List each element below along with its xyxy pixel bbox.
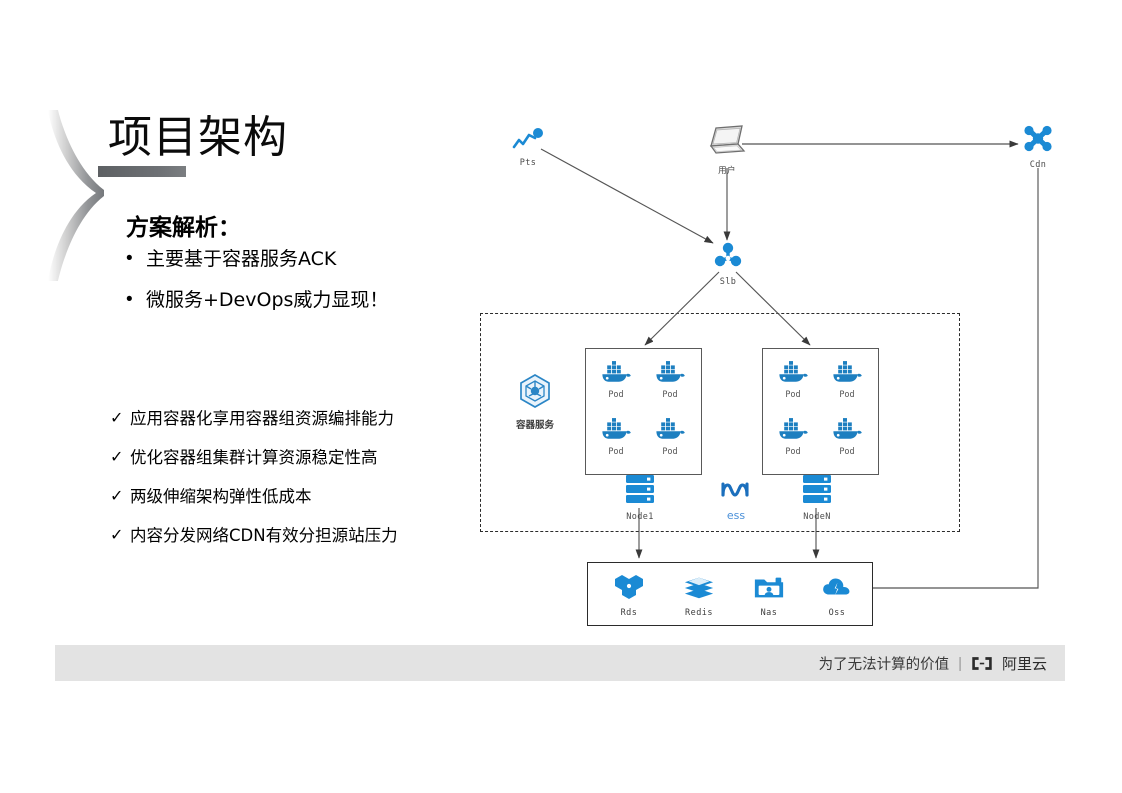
pod-label: Pod <box>608 390 624 400</box>
node-label: 容器服务 <box>515 420 554 431</box>
bullet-text: 微服务+DevOps威力显现！ <box>146 289 389 311</box>
storage-label: Oss <box>828 608 846 618</box>
storage-box: Rds Redis <box>587 562 873 626</box>
node-node1[interactable]: Node1 <box>617 474 663 522</box>
pod-item[interactable]: Pod <box>594 358 638 400</box>
pod-label: Pod <box>785 447 801 457</box>
kubernetes-hex-icon <box>520 374 550 408</box>
storage-item-rds[interactable]: Rds <box>603 573 655 618</box>
pod-label: Pod <box>608 447 624 457</box>
performance-test-icon <box>512 128 543 149</box>
list-item: • 微服务+DevOps威力显现！ <box>126 287 466 313</box>
footer-brand: 阿里云 <box>1001 654 1047 673</box>
docker-whale-icon <box>833 361 862 382</box>
docker-whale-icon <box>656 361 685 382</box>
node-ess[interactable]: ess <box>713 478 759 522</box>
storage-item-oss[interactable]: Oss <box>811 573 863 618</box>
storage-label: Nas <box>760 608 778 618</box>
footer-content: 为了无法计算的价值 | 阿里云 <box>819 645 1047 681</box>
docker-whale-icon <box>833 418 862 439</box>
check-icon: ✓ <box>110 488 124 505</box>
node-container-service[interactable]: 容器服务 <box>506 372 564 431</box>
node-label: Cdn <box>1029 160 1047 170</box>
pod-item[interactable]: Pod <box>594 415 638 457</box>
pod-box-nodeN: Pod Pod <box>762 348 879 475</box>
server-stack-icon <box>803 475 831 503</box>
docker-whale-icon <box>602 418 631 439</box>
pod-item[interactable]: Pod <box>648 415 692 457</box>
elastic-scaling-icon <box>721 482 749 497</box>
storage-label: Redis <box>684 608 714 618</box>
node-label: 用户 <box>718 166 736 176</box>
redis-layers-icon <box>684 577 714 599</box>
node-slb[interactable]: Slb <box>706 241 750 287</box>
docker-whale-icon <box>779 361 808 382</box>
check-icon: ✓ <box>110 449 124 466</box>
node-cdn[interactable]: Cdn <box>1015 124 1061 170</box>
list-item: ✓ 应用容器化享用容器组资源编排能力 <box>110 407 480 430</box>
server-stack-icon <box>626 475 654 503</box>
pod-item[interactable]: Pod <box>825 358 869 400</box>
check-icon: ✓ <box>110 410 124 427</box>
nas-folder-icon <box>754 577 784 598</box>
pod-label: Pod <box>785 390 801 400</box>
node-label: Slb <box>719 277 737 287</box>
node-label: NodeN <box>803 512 831 522</box>
bullet-list: • 主要基于容器服务ACK • 微服务+DevOps威力显现！ <box>126 246 466 328</box>
check-text: 两级伸缩架构弹性低成本 <box>130 487 312 506</box>
section-headline: 方案解析： <box>126 215 241 241</box>
node-pts[interactable]: Pts <box>505 126 551 168</box>
bullet-marker: • <box>126 289 133 310</box>
pod-label: Pod <box>662 447 678 457</box>
pod-label: Pod <box>839 447 855 457</box>
list-item: • 主要基于容器服务ACK <box>126 246 466 272</box>
footer-bar: 为了无法计算的价值 | 阿里云 <box>55 645 1065 681</box>
list-item: ✓ 内容分发网络CDN有效分担源站压力 <box>110 524 480 547</box>
node-label: Pts <box>519 158 537 168</box>
pod-item[interactable]: Pod <box>771 415 815 457</box>
pod-label: Pod <box>839 390 855 400</box>
pod-box-node1: Pod Pod <box>585 348 702 475</box>
oss-cloud-icon <box>823 578 850 595</box>
laptop-icon <box>709 125 746 154</box>
node-label: ess <box>726 509 746 522</box>
storage-item-redis[interactable]: Redis <box>673 573 725 618</box>
check-icon: ✓ <box>110 527 124 544</box>
benefit-check-list: ✓ 应用容器化享用容器组资源编排能力 ✓ 优化容器组集群计算资源稳定性高 ✓ 两… <box>110 407 480 563</box>
node-nodeN[interactable]: NodeN <box>794 474 840 522</box>
pod-item[interactable]: Pod <box>771 358 815 400</box>
check-text: 应用容器化享用容器组资源编排能力 <box>130 409 394 428</box>
check-text: 内容分发网络CDN有效分担源站压力 <box>130 526 398 545</box>
list-item: ✓ 两级伸缩架构弹性低成本 <box>110 485 480 508</box>
pod-label: Pod <box>662 390 678 400</box>
pod-item[interactable]: Pod <box>648 358 692 400</box>
node-label: Node1 <box>626 512 654 522</box>
rds-database-icon <box>615 575 643 599</box>
node-user[interactable]: 用户 <box>700 124 754 176</box>
storage-label: Rds <box>620 608 638 618</box>
storage-item-nas[interactable]: Nas <box>743 573 795 618</box>
list-item: ✓ 优化容器组集群计算资源稳定性高 <box>110 446 480 469</box>
title-underline-bar <box>98 166 186 177</box>
cdn-icon <box>1024 125 1052 152</box>
docker-whale-icon <box>602 361 631 382</box>
check-text: 优化容器组集群计算资源稳定性高 <box>130 448 378 467</box>
footer-slogan: 为了无法计算的价值 <box>818 656 950 673</box>
load-balancer-icon <box>714 242 742 267</box>
docker-whale-icon <box>779 418 808 439</box>
docker-whale-icon <box>656 418 685 439</box>
pod-item[interactable]: Pod <box>825 415 869 457</box>
bullet-marker: • <box>126 248 133 269</box>
page-title: 项目架构 <box>108 112 288 163</box>
aliyun-logo-icon <box>972 656 992 670</box>
bullet-text: 主要基于容器服务ACK <box>146 248 337 270</box>
footer-separator: | <box>958 654 962 672</box>
